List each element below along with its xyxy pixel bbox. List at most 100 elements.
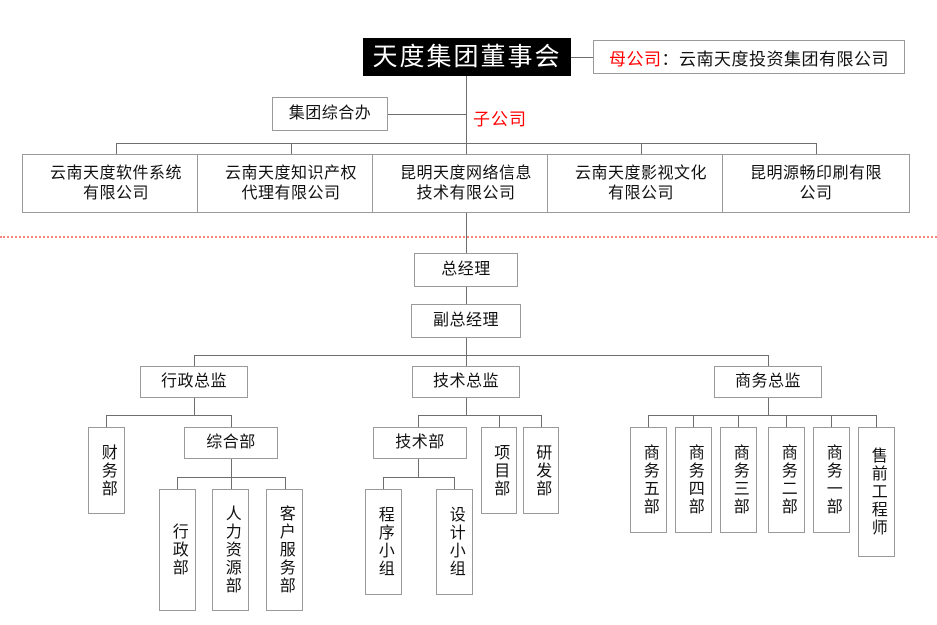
business-drop-6 bbox=[876, 415, 877, 427]
program-team-box: 程序小组 bbox=[365, 489, 402, 595]
presales-engineer-box: 售前工程师 bbox=[858, 427, 895, 557]
subsidiary-name-3: 昆明天度网络信息 技术有限公司 bbox=[400, 164, 532, 203]
director-box-admin: 行政总监 bbox=[140, 366, 248, 398]
connector-gm-to-dgm bbox=[466, 287, 467, 304]
customer-service-dept-label: 客户服务部 bbox=[276, 505, 294, 595]
connector-board-down bbox=[466, 76, 467, 114]
business-unit-box-3: 商务三部 bbox=[720, 427, 757, 533]
finance-dept-box: 财务部 bbox=[88, 427, 125, 514]
subsidiary-name-2: 云南天度知识产权 代理有限公司 bbox=[225, 164, 357, 203]
business-unit-label-4: 商务四部 bbox=[685, 444, 703, 516]
director-bus bbox=[194, 355, 768, 356]
connector-admin-director-down bbox=[194, 398, 195, 415]
rd-dept-label: 研发部 bbox=[533, 443, 551, 498]
connector-board-to-parent bbox=[571, 57, 593, 58]
program-team-label: 程序小组 bbox=[375, 506, 393, 578]
subsidiary-drop-3 bbox=[466, 143, 467, 154]
connector-dgm-to-director-bus bbox=[466, 338, 467, 355]
general-dept-drop-3 bbox=[285, 477, 286, 489]
subsidiary-name-4-line2: 有限公司 bbox=[607, 184, 674, 202]
subsidiary-drop-2 bbox=[291, 143, 292, 154]
subsidiary-box-5: 昆明源畅印刷有限 公司 bbox=[722, 154, 910, 213]
tech-dept-box: 技术部 bbox=[373, 427, 467, 459]
subsidiary-name-5: 昆明源畅印刷有限 公司 bbox=[750, 164, 882, 203]
admin-drop-finance bbox=[106, 415, 107, 427]
board-of-directors-box: 天度集团董事会 bbox=[363, 38, 571, 76]
general-manager-label: 总经理 bbox=[441, 261, 491, 279]
business-unit-box-2: 商务二部 bbox=[768, 427, 805, 533]
connector-tech-dept-down bbox=[418, 459, 419, 477]
hr-dept-box: 人力资源部 bbox=[212, 489, 249, 611]
general-dept-box: 综合部 bbox=[184, 427, 278, 459]
tech-dept-drop-1 bbox=[383, 477, 384, 489]
general-dept-drop-1 bbox=[177, 477, 178, 489]
business-drop-1 bbox=[648, 415, 649, 427]
admin-dept-label: 行政部 bbox=[169, 523, 187, 577]
subsidiary-box-1: 云南天度软件系统 有限公司 bbox=[22, 154, 210, 213]
project-dept-box: 项目部 bbox=[481, 427, 517, 514]
general-manager-box: 总经理 bbox=[414, 253, 518, 287]
business-unit-label-2: 商务二部 bbox=[778, 444, 796, 516]
tech-dept-drop-2 bbox=[454, 477, 455, 489]
business-bus bbox=[648, 415, 876, 416]
director-drop-2 bbox=[466, 355, 467, 366]
business-unit-label-3: 商务三部 bbox=[730, 444, 748, 516]
section-divider bbox=[0, 236, 937, 238]
parent-company-separator: ： bbox=[661, 49, 679, 69]
subsidiary-drop-1 bbox=[116, 143, 117, 154]
tech-drop-dept bbox=[418, 415, 419, 427]
general-dept-drop-2 bbox=[231, 477, 232, 489]
subsidiary-drop-4 bbox=[641, 143, 642, 154]
subsidiary-name-3-line1: 昆明天度网络信息 bbox=[399, 164, 532, 182]
connector-business-director-down bbox=[768, 398, 769, 415]
subsidiary-name-2-line1: 云南天度知识产权 bbox=[224, 164, 357, 182]
tech-dept-bus bbox=[383, 477, 454, 478]
director-box-tech: 技术总监 bbox=[412, 366, 520, 398]
rd-dept-box: 研发部 bbox=[523, 427, 559, 514]
subsidiary-name-1: 云南天度软件系统 有限公司 bbox=[50, 164, 182, 203]
subsidiary-name-4: 云南天度影视文化 有限公司 bbox=[575, 164, 707, 203]
connector-trunk-to-subsidiary-bus bbox=[466, 114, 467, 143]
tech-bus bbox=[418, 415, 541, 416]
business-drop-2 bbox=[693, 415, 694, 427]
subsidiary-name-5-line1: 昆明源畅印刷有限 bbox=[749, 164, 882, 182]
subsidiary-name-1-line2: 有限公司 bbox=[82, 184, 149, 202]
board-of-directors-label: 天度集团董事会 bbox=[372, 42, 562, 71]
director-label-tech: 技术总监 bbox=[432, 373, 499, 391]
director-label-admin: 行政总监 bbox=[160, 373, 227, 391]
admin-drop-general bbox=[231, 415, 232, 427]
tech-drop-project bbox=[499, 415, 500, 427]
customer-service-dept-box: 客户服务部 bbox=[266, 489, 303, 611]
admin-dept-box: 行政部 bbox=[159, 489, 196, 611]
admin-bus bbox=[106, 415, 231, 416]
business-unit-box-4: 商务四部 bbox=[675, 427, 712, 533]
finance-dept-label: 财务部 bbox=[98, 443, 116, 498]
tech-dept-label: 技术部 bbox=[395, 434, 445, 452]
group-office-label: 集团综合办 bbox=[288, 105, 372, 123]
deputy-general-manager-box: 副总经理 bbox=[411, 304, 521, 338]
business-unit-label-1: 商务一部 bbox=[823, 444, 841, 516]
subsidiary-name-5-line2: 公司 bbox=[799, 184, 833, 202]
subsidiary-box-4: 云南天度影视文化 有限公司 bbox=[547, 154, 735, 213]
business-drop-4 bbox=[786, 415, 787, 427]
business-drop-3 bbox=[738, 415, 739, 427]
tech-drop-rd bbox=[541, 415, 542, 427]
business-unit-label-5: 商务五部 bbox=[640, 444, 658, 516]
group-office-box: 集团综合办 bbox=[272, 97, 388, 131]
deputy-general-manager-label: 副总经理 bbox=[432, 312, 499, 330]
design-team-label: 设计小组 bbox=[446, 506, 464, 578]
subsidiary-box-3: 昆明天度网络信息 技术有限公司 bbox=[372, 154, 560, 213]
parent-company-box: 母公司：云南天度投资集团有限公司 bbox=[593, 40, 905, 74]
subsidiary-name-3-line2: 技术有限公司 bbox=[416, 184, 516, 202]
subsidiary-drop-5 bbox=[816, 143, 817, 154]
project-dept-label: 项目部 bbox=[491, 443, 509, 498]
design-team-box: 设计小组 bbox=[436, 489, 473, 595]
connector-subsidiary-to-gm bbox=[466, 213, 467, 253]
connector-general-dept-down bbox=[231, 459, 232, 477]
subsidiary-name-2-line2: 代理有限公司 bbox=[241, 184, 341, 202]
parent-company-name: 云南天度投资集团有限公司 bbox=[679, 49, 889, 69]
director-drop-3 bbox=[768, 355, 769, 366]
connector-group-office-to-trunk bbox=[388, 114, 466, 115]
connector-tech-director-down bbox=[466, 398, 467, 415]
